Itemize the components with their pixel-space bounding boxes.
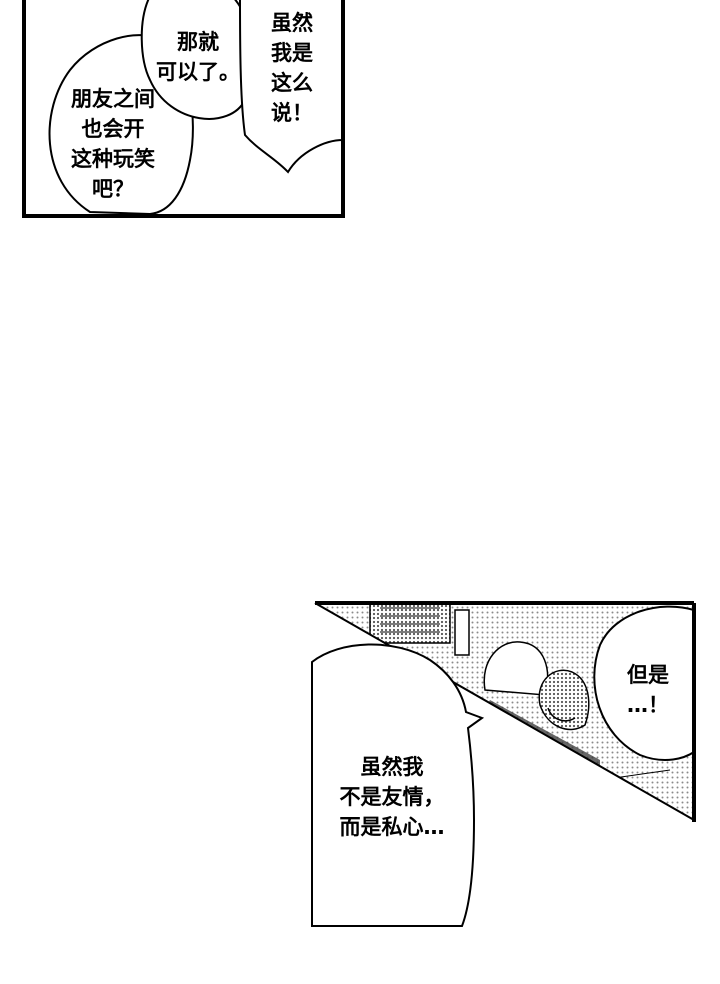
text-line: 但是 — [627, 663, 669, 687]
caption-box — [311, 643, 485, 927]
bottom-panel — [311, 601, 696, 927]
top-panel — [22, 0, 345, 218]
text-line: 我是 — [271, 41, 313, 65]
text-line: 虽然 — [271, 11, 313, 35]
text-line: 这么 — [271, 71, 313, 95]
text-line: 不是友情， — [339, 785, 445, 809]
text-line: 说！ — [271, 101, 313, 125]
speech-bubble-but — [593, 605, 695, 762]
text-line: 虽然我 — [360, 755, 424, 779]
bubble-right-text: 虽然 我是 这么 说！ — [262, 8, 322, 128]
text-line: 可以了。 — [156, 60, 240, 84]
text-line: 而是私心… — [339, 815, 445, 839]
text-line: 也会开 — [81, 117, 145, 141]
text-line: 这种玩笑 — [71, 147, 155, 171]
text-line: 朋友之间 — [71, 87, 155, 111]
caption-box-text: 虽然我 不是友情， 而是私心… — [322, 752, 462, 842]
text-line: 吧？ — [92, 177, 134, 201]
bubble-middle-text: 那就 可以了。 — [150, 27, 246, 87]
text-line: …！ — [627, 693, 669, 717]
bubble-but-text: 但是 …！ — [616, 660, 680, 720]
text-line: 那就 — [177, 30, 219, 54]
speech-bubble-right — [239, 0, 344, 174]
bubble-left-text: 朋友之间 也会开 这种玩笑 吧？ — [58, 84, 168, 204]
